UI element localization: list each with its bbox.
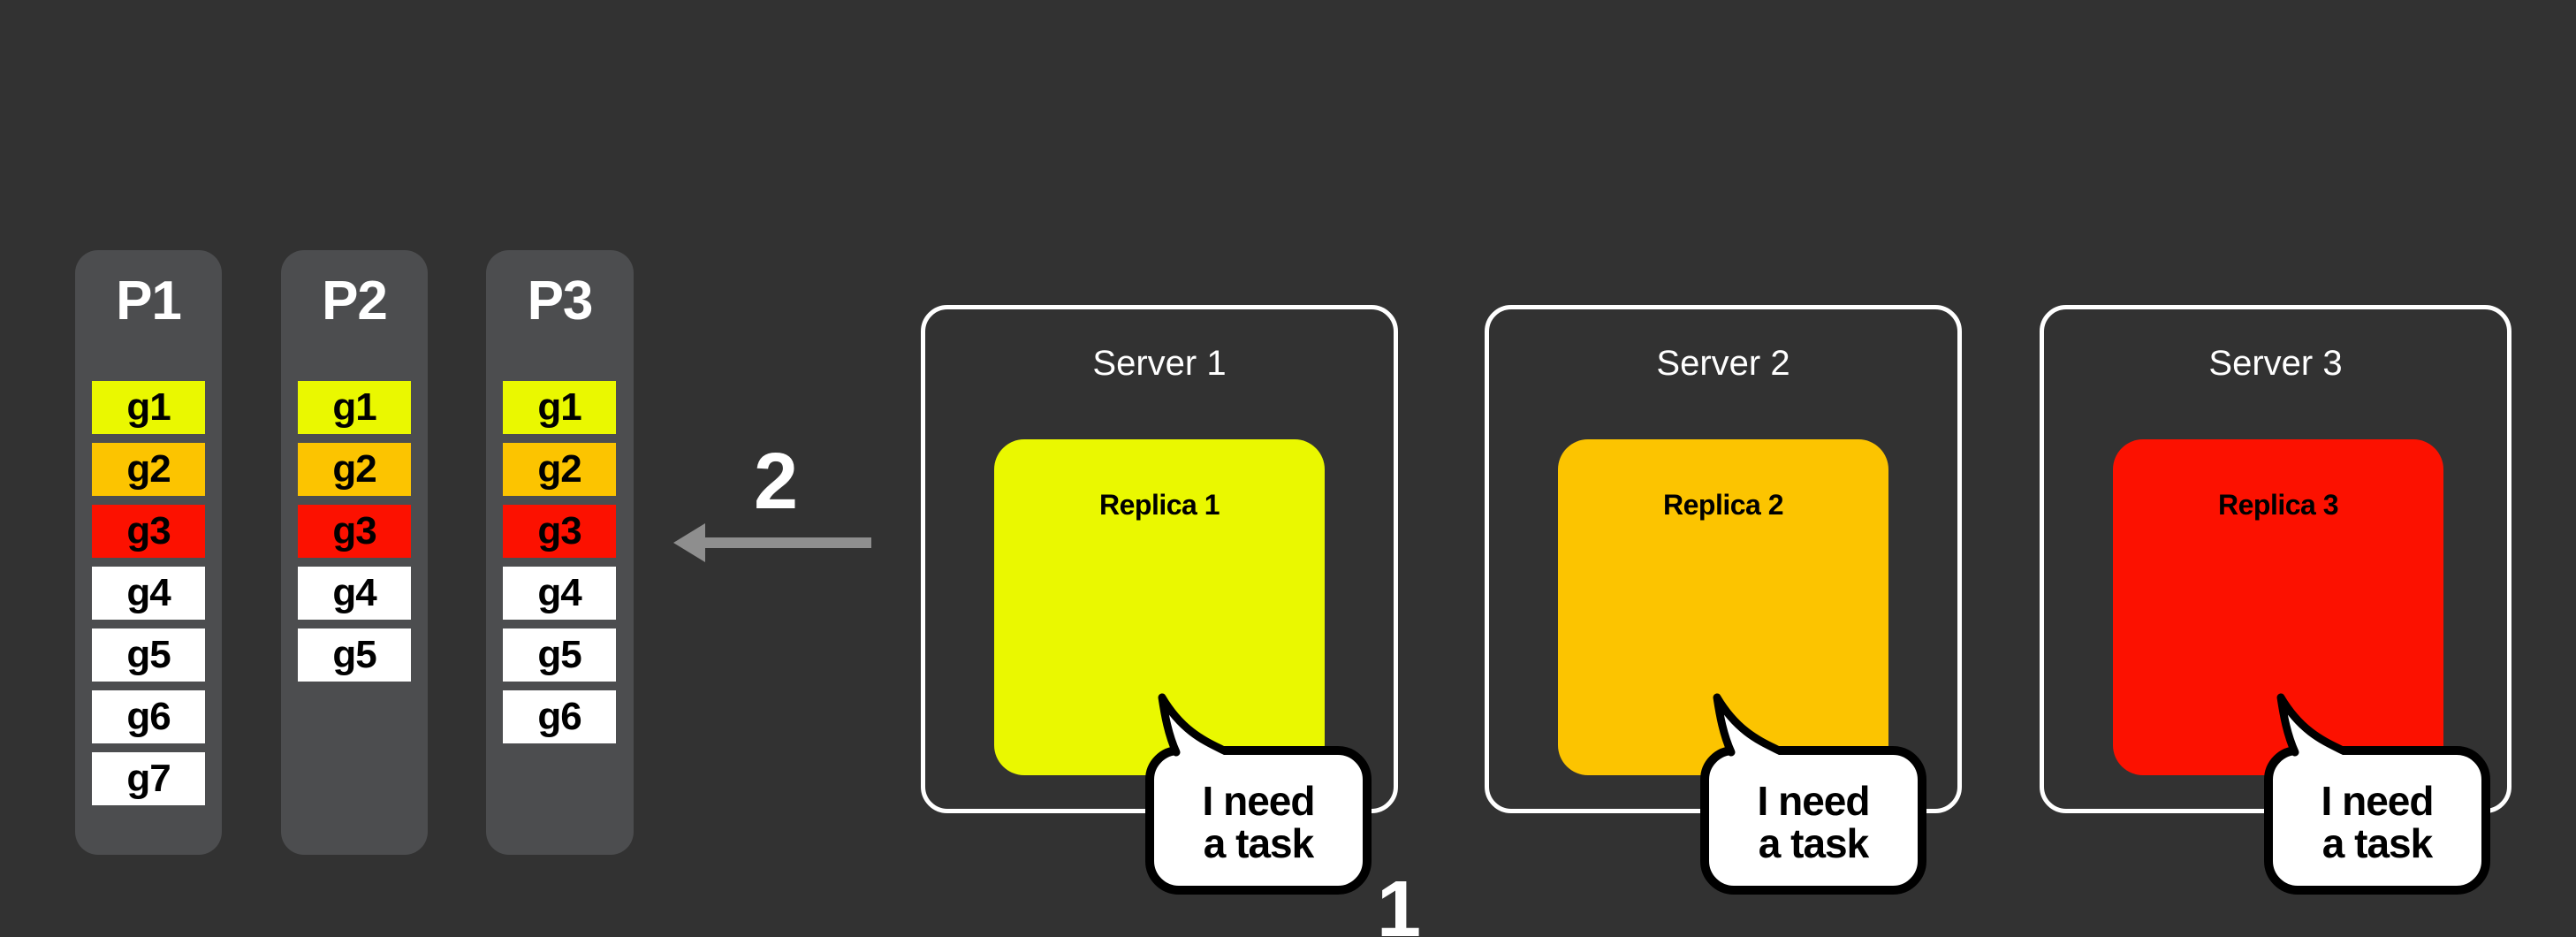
partition-cell-list: g1 g2 g3 g4 g5 g6 g7	[92, 381, 205, 814]
speech-bubble-3: I need a task	[2264, 693, 2490, 895]
step-2-label: 2	[753, 438, 799, 526]
partition-panel-p3: P3 g1 g2 g3 g4 g5 g6	[486, 250, 634, 855]
partition-cell: g1	[92, 381, 205, 434]
replica-box-1: Replica 1	[994, 439, 1325, 775]
bubble-text-line: I need	[2321, 778, 2435, 824]
step-1-label: 1	[1376, 865, 1422, 937]
partition-cell: g1	[298, 381, 411, 434]
partition-title: P2	[322, 270, 388, 331]
replica-label: Replica 2	[1662, 489, 1784, 521]
partition-cell: g5	[92, 628, 205, 682]
partition-cell: g5	[298, 628, 411, 682]
partition-cell: g1	[503, 381, 616, 434]
bubble-text-line: a task	[2321, 820, 2433, 866]
partition-title: P3	[527, 270, 594, 331]
partition-panel-p2: P2 g1 g2 g3 g4 g5	[281, 250, 428, 855]
partition-cell: g4	[503, 567, 616, 620]
bubble-text-line: I need	[1757, 778, 1871, 824]
server-box-1: Server 1 Replica 1	[921, 305, 1398, 813]
partition-cell: g4	[298, 567, 411, 620]
partition-panel-p1: P1 g1 g2 g3 g4 g5 g6 g7	[75, 250, 222, 855]
partition-cell: g7	[92, 752, 205, 805]
speech-bubble-tail-icon	[1158, 693, 1228, 766]
bubble-text-line: a task	[1203, 820, 1314, 866]
partition-cell: g2	[92, 443, 205, 496]
speech-bubble-tail-icon	[1713, 693, 1783, 766]
assign-arrow-icon	[673, 523, 871, 562]
partition-cell: g3	[298, 505, 411, 558]
partition-cell: g6	[92, 690, 205, 743]
bubble-text: I need a task	[1709, 755, 1918, 865]
server-title: Server 3	[2208, 344, 2343, 383]
speech-bubble-2: I need a task	[1700, 693, 1926, 895]
speech-bubble-1: I need a task	[1145, 693, 1372, 895]
partition-title: P1	[116, 270, 182, 331]
partition-cell: g4	[92, 567, 205, 620]
replica-label: Replica 1	[1098, 489, 1220, 521]
partition-cell-list: g1 g2 g3 g4 g5	[298, 381, 411, 690]
server-title: Server 2	[1656, 344, 1790, 383]
partition-cell: g5	[503, 628, 616, 682]
partition-cell: g3	[92, 505, 205, 558]
partition-cell: g2	[298, 443, 411, 496]
replica-box-3: Replica 3	[2113, 439, 2443, 775]
server-box-3: Server 3 Replica 3	[2040, 305, 2511, 813]
server-title: Server 1	[1092, 344, 1227, 383]
bubble-text: I need a task	[1154, 755, 1363, 865]
partition-cell-list: g1 g2 g3 g4 g5 g6	[503, 381, 616, 752]
partition-cell: g6	[503, 690, 616, 743]
partition-cell: g3	[503, 505, 616, 558]
replica-label: Replica 3	[2217, 489, 2339, 521]
bubble-text-line: a task	[1758, 820, 1869, 866]
bubble-text: I need a task	[2273, 755, 2481, 865]
speech-bubble-tail-icon	[2276, 693, 2347, 766]
partition-cell: g2	[503, 443, 616, 496]
bubble-text-line: I need	[1202, 778, 1316, 824]
